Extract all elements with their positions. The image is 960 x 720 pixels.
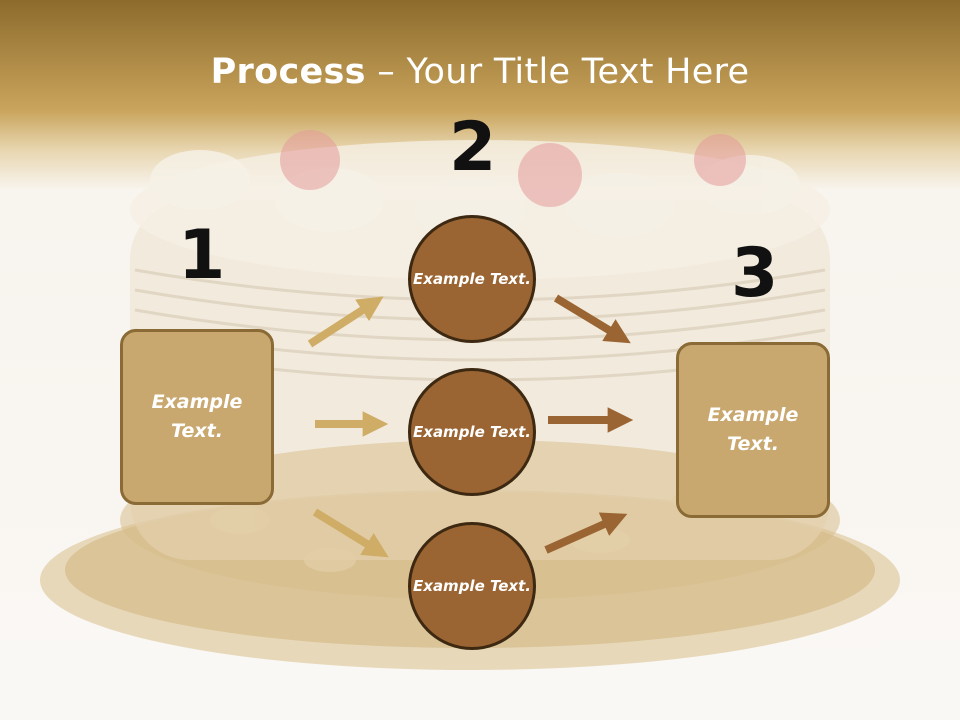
arrow-left-to-top bbox=[307, 296, 384, 348]
title-bold: Process bbox=[210, 52, 366, 92]
step-1-box: Example Text. bbox=[120, 329, 274, 505]
arrow-left-to-bottom bbox=[312, 508, 389, 558]
step-number-1: 1 bbox=[178, 216, 226, 295]
step-2a-circle: Example Text. bbox=[408, 215, 536, 343]
step-2c-circle: Example Text. bbox=[408, 522, 536, 650]
step-number-3: 3 bbox=[731, 234, 779, 313]
step-3-text: Example Text. bbox=[707, 404, 799, 455]
step-number-2: 2 bbox=[449, 108, 497, 187]
step-3-box: Example Text. bbox=[676, 342, 830, 518]
step-2c-text: Example Text. bbox=[413, 576, 531, 595]
slide-title: Process – Your Title Text Here bbox=[0, 52, 960, 92]
arrow-top-to-right bbox=[553, 294, 631, 344]
step-2a-text: Example Text. bbox=[413, 269, 531, 288]
step-1-text: Example Text. bbox=[151, 391, 243, 442]
step-2b-circle: Example Text. bbox=[408, 368, 536, 496]
arrow-bottom-to-right bbox=[544, 512, 628, 554]
title-rest: – Your Title Text Here bbox=[365, 52, 750, 92]
step-2b-text: Example Text. bbox=[413, 422, 531, 441]
